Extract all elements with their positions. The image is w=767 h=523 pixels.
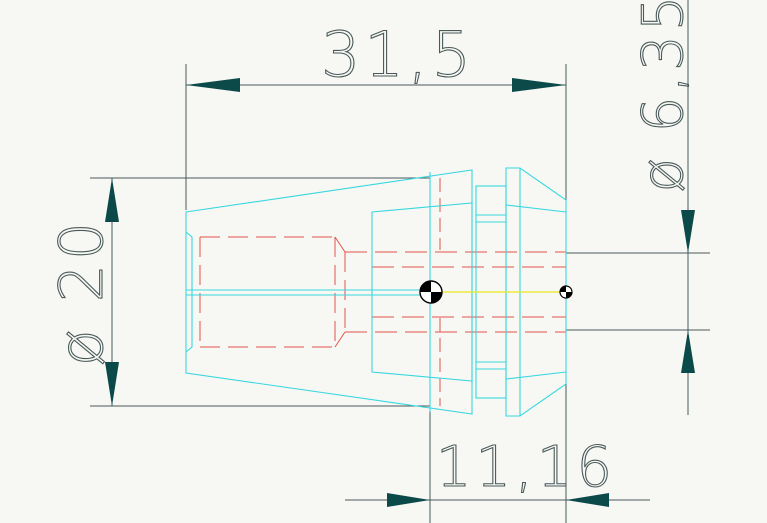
arrowhead-top <box>105 178 119 222</box>
arrowhead-down <box>681 210 695 253</box>
dimension-label-outer-diameter: ø 20 <box>47 218 117 366</box>
dimension-label-nose-length: 11,16 <box>436 435 616 500</box>
arrowhead-left-inner <box>566 493 609 507</box>
arrowhead-bottom <box>105 362 119 406</box>
dimension-nose-length: 11,16 <box>345 434 650 507</box>
center-of-gravity-marker-small <box>559 285 573 299</box>
dimension-overall-length: 31,5 <box>186 17 566 92</box>
arrowhead-up <box>681 330 695 373</box>
arrowhead-right-inner <box>387 493 430 507</box>
extension-lines <box>90 64 710 523</box>
dimension-label-overall-length: 31,5 <box>321 18 475 91</box>
dimension-bore-diameter: ø 6,35 <box>630 0 697 415</box>
dimension-outer-diameter: ø 20 <box>46 178 119 406</box>
dimension-label-bore-diameter: ø 6,35 <box>631 0 696 192</box>
arrowhead-left <box>186 78 240 92</box>
center-of-gravity-marker <box>419 280 443 304</box>
arrowhead-right <box>512 78 566 92</box>
